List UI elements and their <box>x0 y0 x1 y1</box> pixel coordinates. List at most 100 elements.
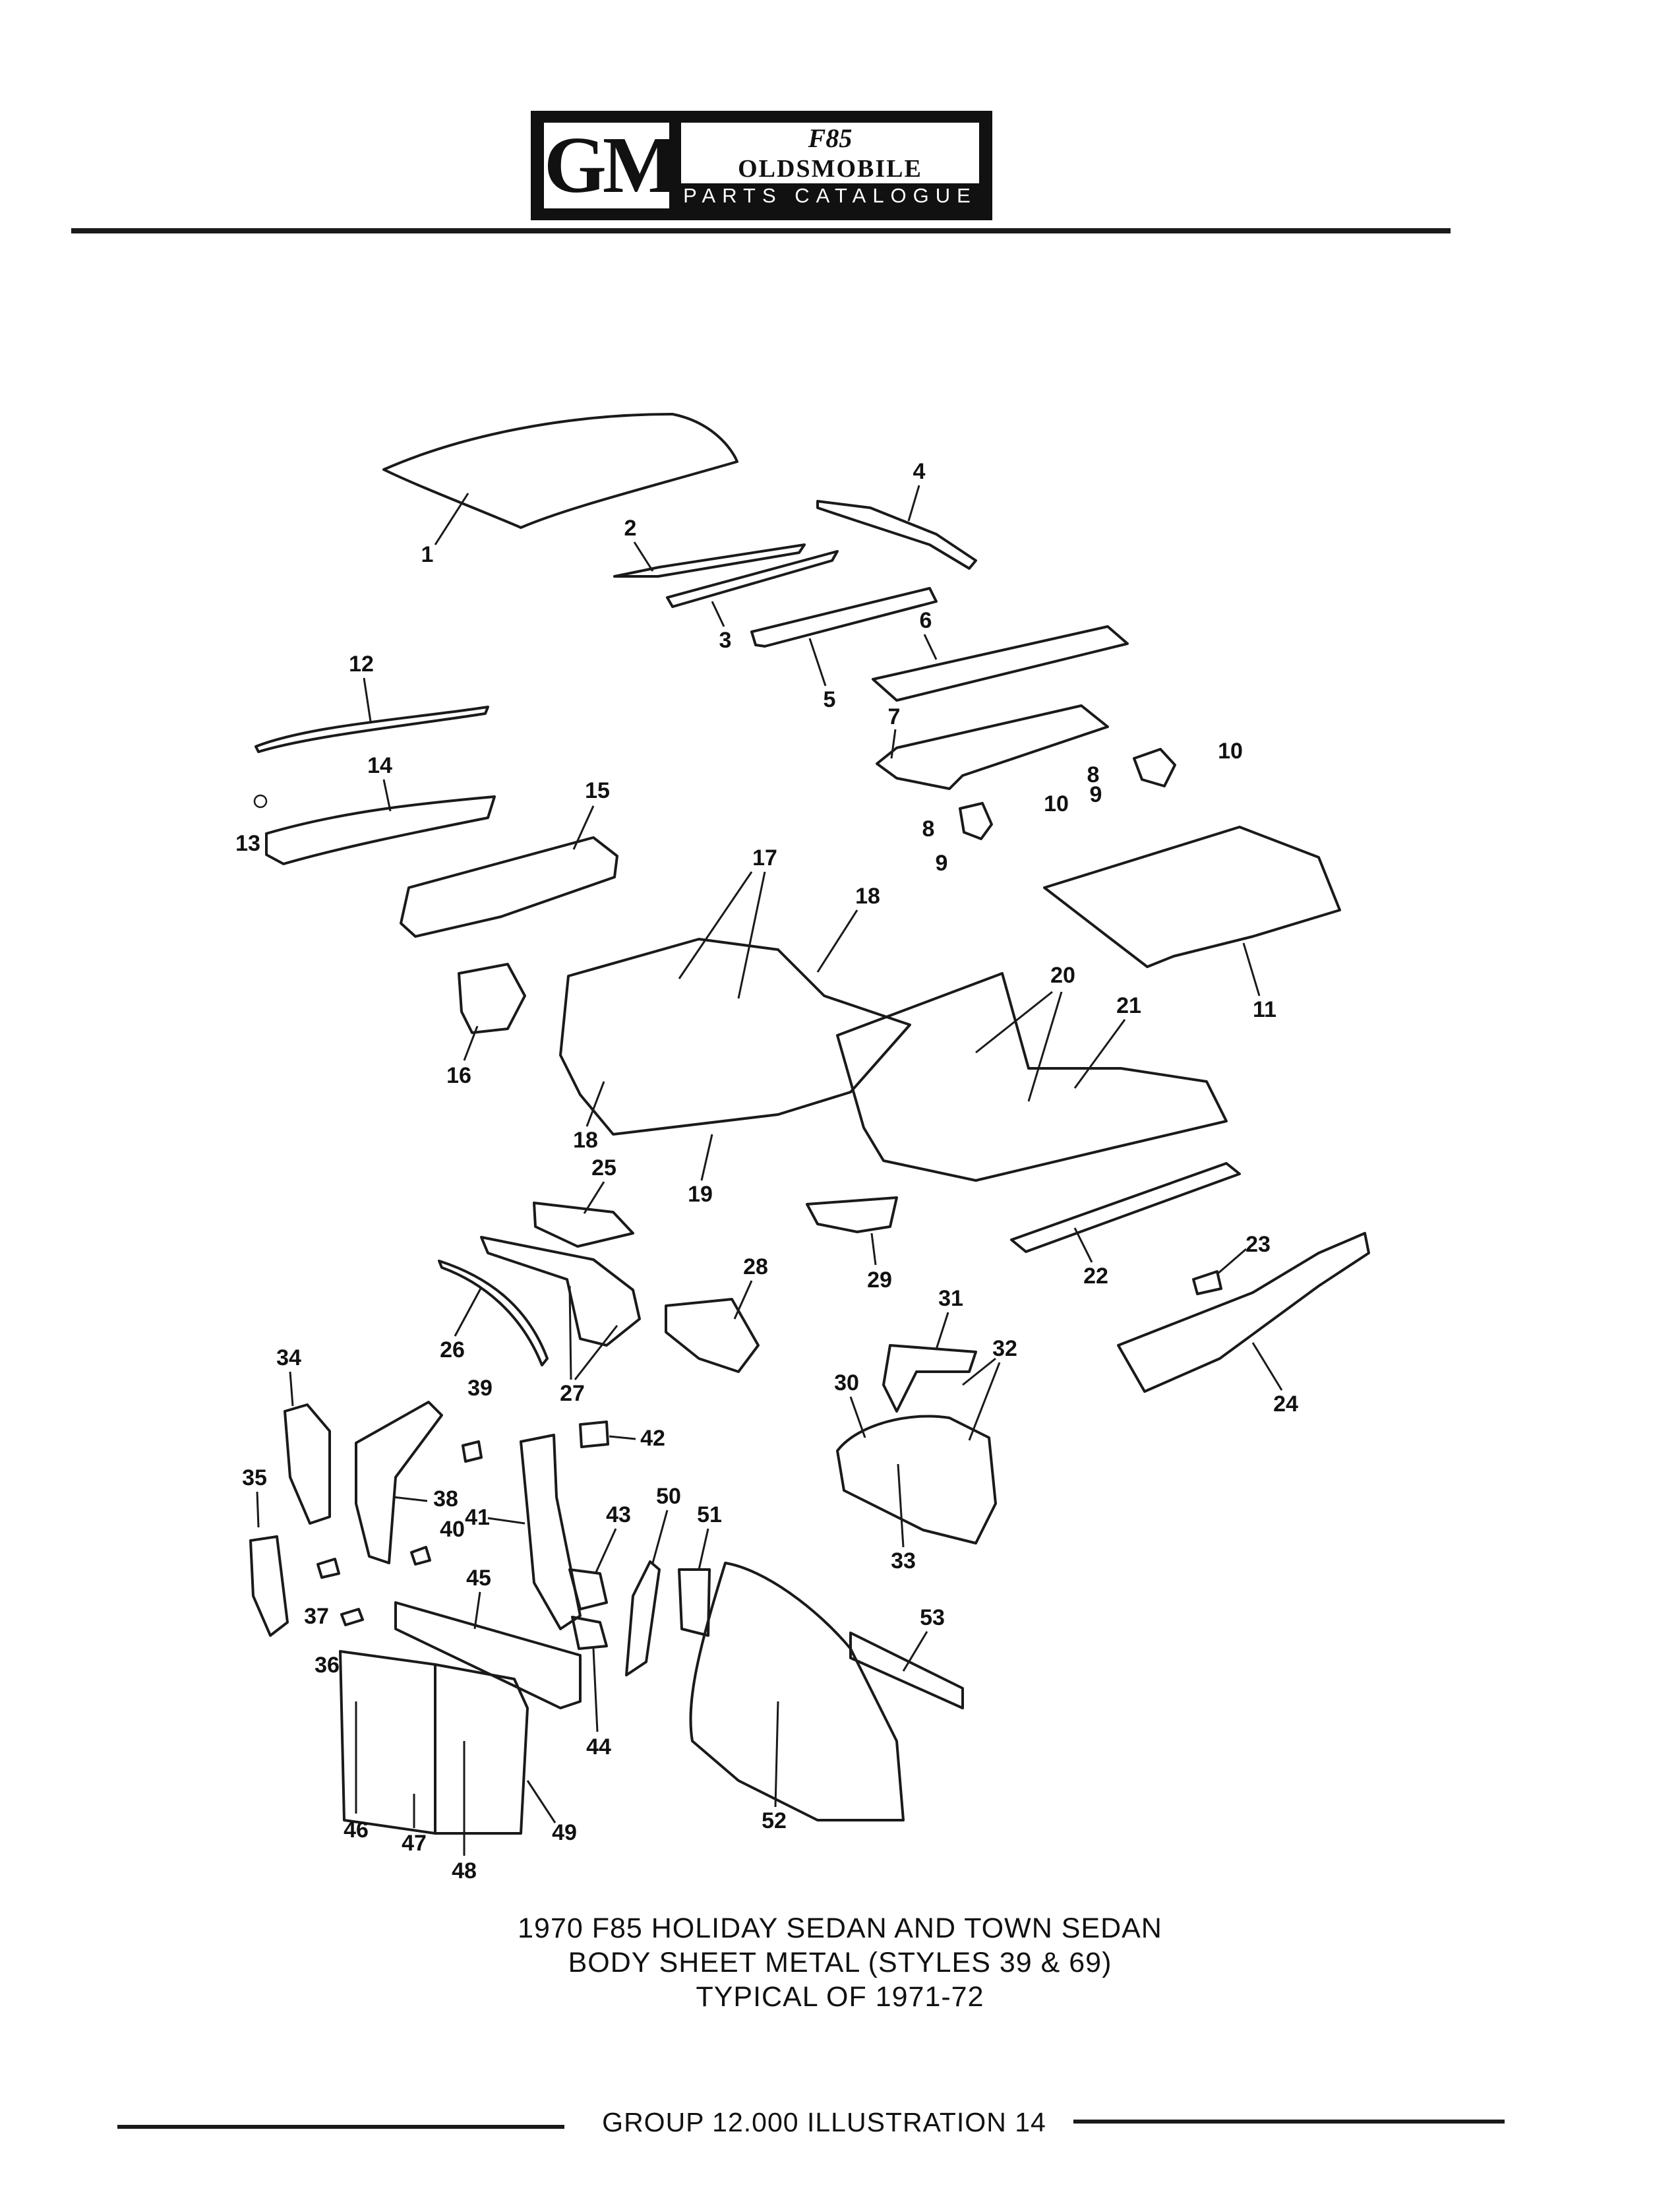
footer-rule-left <box>117 2125 564 2129</box>
callout-15: 15 <box>585 778 610 803</box>
leader-18 <box>816 909 858 973</box>
callout-27: 27 <box>560 1381 585 1406</box>
callout-9b: 9 <box>936 851 948 876</box>
part-51 <box>678 1568 711 1637</box>
leader-32b <box>968 1362 1001 1441</box>
callout-13: 13 <box>235 831 260 856</box>
callout-8b: 8 <box>922 816 935 841</box>
callout-12: 12 <box>349 652 374 677</box>
callout-47: 47 <box>402 1831 427 1856</box>
leader-44 <box>592 1648 599 1732</box>
part-37 <box>316 1558 340 1579</box>
callout-1: 1 <box>421 542 434 567</box>
part-rear-panel-7 <box>876 704 1109 790</box>
leader-23 <box>1216 1248 1247 1275</box>
leader-17a <box>678 871 753 979</box>
callout-37: 37 <box>304 1604 329 1629</box>
part-hinge-left <box>959 802 993 840</box>
leader-21 <box>1073 1019 1126 1089</box>
leader-20b <box>1027 991 1063 1102</box>
leader-1 <box>434 493 469 545</box>
callout-10b: 10 <box>1044 791 1069 816</box>
callout-31: 31 <box>938 1286 963 1311</box>
caption-line-2: BODY SHEET METAL (STYLES 39 & 69) <box>568 1947 1112 1978</box>
part-rear-door-48 <box>434 1663 529 1835</box>
logo-text-block: F85 OLDSMOBILE PARTS CATALOGUE <box>681 123 979 208</box>
callout-45: 45 <box>466 1566 491 1591</box>
callout-40: 40 <box>440 1517 465 1542</box>
part-53 <box>849 1632 964 1709</box>
leader-20a <box>975 991 1053 1054</box>
parts-drawing <box>249 413 1370 1835</box>
callout-18: 18 <box>855 884 880 909</box>
leader-27b <box>574 1325 618 1380</box>
callout-46: 46 <box>344 1818 369 1843</box>
callout-7: 7 <box>888 704 901 729</box>
part-quarter-panel-52 <box>689 1562 905 1821</box>
callout-48: 48 <box>452 1858 477 1883</box>
callout-26: 26 <box>440 1337 465 1362</box>
callout-22: 22 <box>1083 1264 1108 1289</box>
leader-12 <box>363 677 372 722</box>
part-roof-bow-3 <box>666 550 839 608</box>
leader-3 <box>711 601 725 627</box>
part-42 <box>579 1421 609 1448</box>
part-molding-26 <box>438 1260 549 1366</box>
part-rocker-22 <box>1010 1162 1241 1253</box>
callout-44: 44 <box>586 1734 611 1759</box>
callout-24: 24 <box>1273 1392 1298 1417</box>
callout-3: 3 <box>719 628 732 653</box>
leader-4 <box>907 485 920 522</box>
part-bracket-16 <box>458 963 526 1034</box>
part-roof-panel <box>382 413 738 529</box>
callout-25: 25 <box>591 1155 616 1180</box>
callout-21: 21 <box>1116 993 1141 1018</box>
leader-38 <box>392 1496 428 1502</box>
leader-19 <box>700 1134 713 1181</box>
leader-lines <box>256 485 1283 1856</box>
part-rocker-45 <box>394 1601 582 1709</box>
callout-29: 29 <box>867 1268 892 1293</box>
part-pillar-34 <box>284 1403 331 1525</box>
logo-gm-mark: GM <box>544 121 678 210</box>
callout-10: 10 <box>1218 739 1243 764</box>
callout-9: 9 <box>1090 782 1102 807</box>
part-rail-24 <box>1117 1232 1370 1393</box>
part-deck-lid-11 <box>1043 826 1341 968</box>
leader-29 <box>870 1233 877 1266</box>
part-39 <box>462 1440 483 1463</box>
part-29 <box>806 1196 898 1233</box>
leader-18b <box>585 1081 605 1127</box>
logo-brand: OLDSMOBILE <box>681 154 979 183</box>
callout-4: 4 <box>913 459 926 484</box>
part-31 <box>882 1344 977 1413</box>
callout-49: 49 <box>552 1820 577 1845</box>
leader-26 <box>454 1287 483 1337</box>
part-23 <box>1192 1270 1222 1295</box>
leader-35 <box>256 1491 260 1528</box>
footer-group-illustration: GROUP 12.000 ILLUSTRATION 14 <box>602 2107 1046 2137</box>
leader-42 <box>609 1435 636 1440</box>
leader-43 <box>595 1528 617 1573</box>
callout-28: 28 <box>743 1254 768 1279</box>
part-28 <box>665 1298 760 1373</box>
leader-15 <box>572 805 595 850</box>
leader-7 <box>890 729 897 759</box>
part-center-pillar-41 <box>520 1434 582 1630</box>
callout-39: 39 <box>467 1376 493 1401</box>
leader-22 <box>1073 1227 1093 1263</box>
logo-model: F85 <box>681 123 979 154</box>
leader-50 <box>651 1510 669 1564</box>
callout-14: 14 <box>367 753 392 778</box>
callout-50: 50 <box>656 1484 681 1509</box>
header-rule <box>71 228 1451 233</box>
part-front-door-46 <box>339 1650 436 1835</box>
callout-2: 2 <box>624 516 637 541</box>
part-front-floor-17 <box>559 938 911 1136</box>
callout-33: 33 <box>891 1548 916 1574</box>
caption-line-1: 1970 F85 HOLIDAY SEDAN AND TOWN SEDAN <box>518 1912 1162 1944</box>
leader-6 <box>923 634 938 660</box>
callout-19: 19 <box>688 1182 713 1207</box>
part-25 <box>533 1202 634 1248</box>
